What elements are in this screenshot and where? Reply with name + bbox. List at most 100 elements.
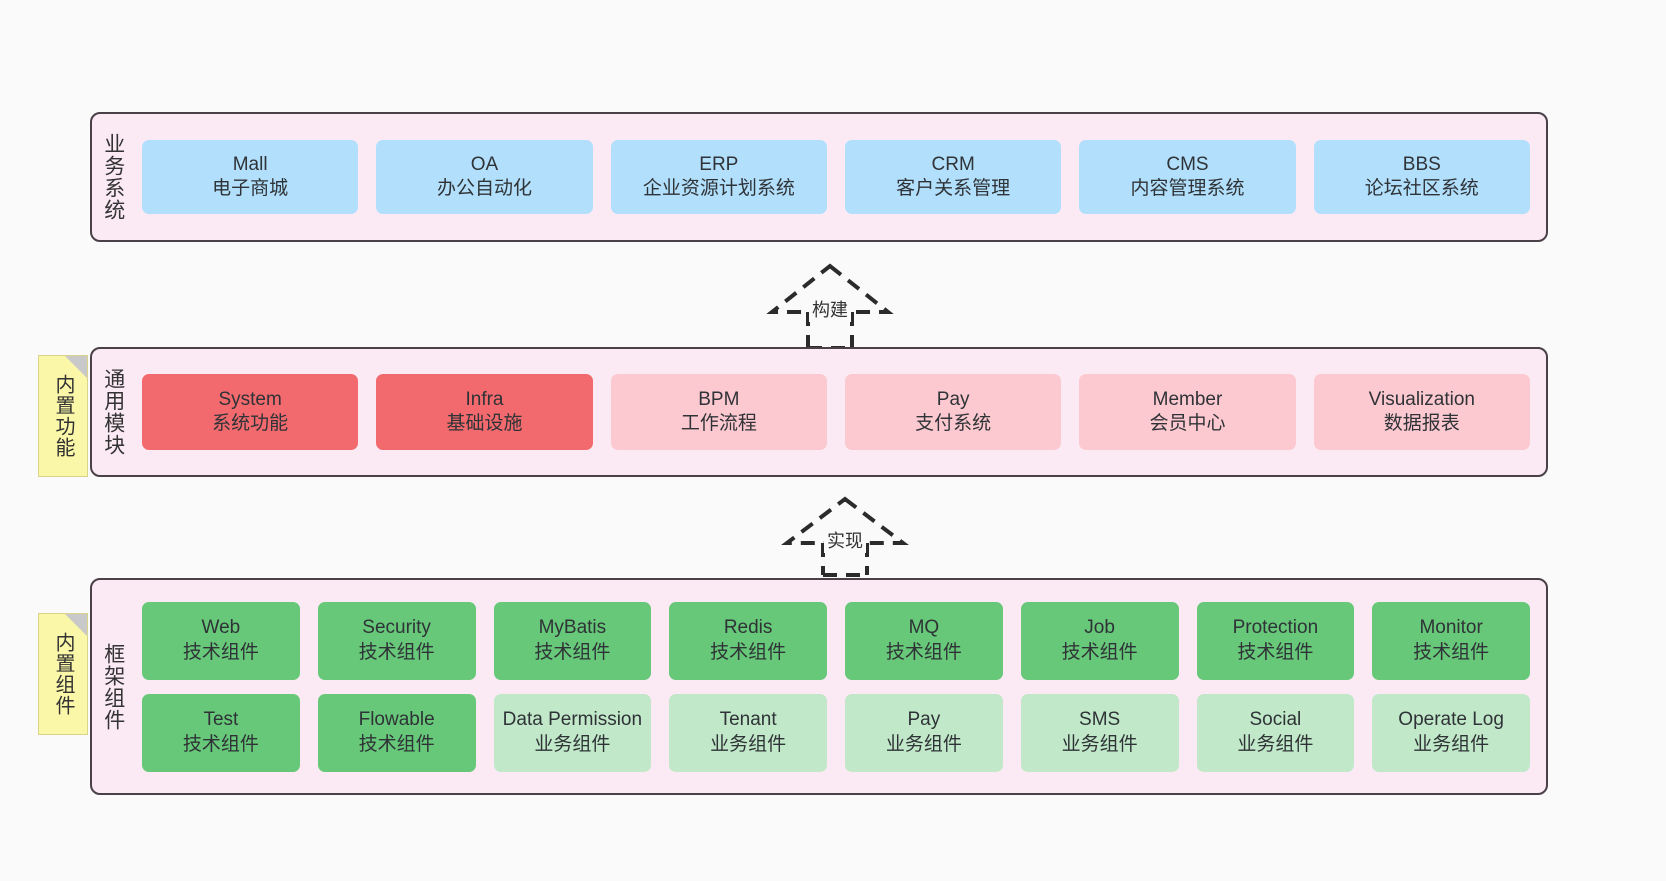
component-card-title: Flowable (358, 709, 435, 731)
module-card-title: System (218, 388, 282, 410)
module-card-oa[interactable]: OA 办公自动化 (376, 140, 593, 214)
layer-business-system[interactable]: 业务系统 Mall 电子商城 OA 办公自动化 ERP 企业资源计划系统 CRM… (90, 112, 1548, 242)
component-card-title: MyBatis (538, 617, 607, 639)
component-card-sms[interactable]: SMS 业务组件 (1020, 693, 1179, 772)
module-card-subtitle: 客户关系管理 (896, 178, 1011, 199)
component-card-title: Web (201, 617, 241, 639)
component-card-monitor[interactable]: Monitor 技术组件 (1372, 601, 1530, 680)
component-card-subtitle: 技术组件 (710, 641, 787, 663)
module-card-title: CMS (1166, 153, 1209, 175)
component-card-subtitle: 技术组件 (182, 733, 259, 755)
note-builtin-feature: 内置功能 (38, 355, 88, 477)
module-card-member[interactable]: Member 会员中心 (1079, 374, 1296, 450)
module-card-title: ERP (699, 153, 739, 175)
module-card-subtitle: 数据报表 (1383, 413, 1460, 434)
component-card-mq[interactable]: MQ 技术组件 (845, 601, 1003, 680)
module-card-visualization[interactable]: Visualization 数据报表 (1313, 374, 1530, 450)
component-card-web[interactable]: Web 技术组件 (142, 601, 300, 680)
module-card-title: Pay (936, 388, 970, 410)
module-card-title: CRM (931, 153, 975, 175)
component-card-tenant[interactable]: Tenant 业务组件 (669, 693, 827, 772)
relation-label: 实现 (824, 527, 866, 553)
module-card-subtitle: 支付系统 (915, 413, 992, 434)
component-card-title: Redis (723, 617, 773, 639)
module-card-title: Infra (465, 388, 504, 410)
component-card-subtitle: 技术组件 (534, 641, 611, 663)
component-card-subtitle: 技术组件 (358, 733, 435, 755)
module-card-crm[interactable]: CRM 客户关系管理 (844, 140, 1062, 214)
module-card-subtitle: 内容管理系统 (1130, 178, 1245, 199)
component-card-title: Social (1249, 709, 1302, 731)
component-card-flowable[interactable]: Flowable 技术组件 (317, 693, 476, 772)
layer-body-common-module: System 系统功能 Infra 基础设施 BPM 工作流程 Pay 支付系统… (134, 349, 1546, 475)
component-card-mybatis[interactable]: MyBatis 技术组件 (493, 601, 652, 680)
component-card-subtitle: 技术组件 (1237, 641, 1314, 663)
module-card-subtitle: 系统功能 (212, 413, 289, 434)
component-card-subtitle: 业务组件 (885, 733, 962, 755)
component-card-subtitle: 技术组件 (1061, 641, 1138, 663)
component-card-subtitle: 技术组件 (885, 641, 962, 663)
component-card-title: Test (203, 709, 239, 731)
component-card-security[interactable]: Security 技术组件 (317, 601, 476, 680)
component-card-title: Data Permission (502, 709, 643, 731)
component-card-subtitle: 业务组件 (1413, 733, 1490, 755)
module-card-subtitle: 会员中心 (1149, 413, 1226, 434)
component-card-title: Security (362, 617, 431, 639)
module-card-bbs[interactable]: BBS 论坛社区系统 (1313, 140, 1530, 214)
module-card-title: OA (470, 153, 499, 175)
note-fold-corner-icon (65, 356, 87, 378)
component-card-operate-log[interactable]: Operate Log 业务组件 (1372, 693, 1530, 772)
layer-title-framework-component: 框架组件 (101, 642, 125, 731)
module-card-subtitle: 办公自动化 (436, 178, 532, 199)
module-card-title: BPM (698, 388, 740, 410)
component-card-subtitle: 业务组件 (1061, 733, 1138, 755)
relation-implement: 实现 (775, 495, 915, 577)
layer-framework-component[interactable]: 框架组件 Web 技术组件 Security 技术组件 MyBatis 技术组件… (90, 578, 1548, 795)
component-card-redis[interactable]: Redis 技术组件 (669, 601, 827, 680)
module-card-subtitle: 基础设施 (446, 413, 523, 434)
layer-common-module[interactable]: 通用模块 System 系统功能 Infra 基础设施 BPM 工作流程 Pay… (90, 347, 1548, 477)
component-card-data-permission[interactable]: Data Permission 业务组件 (493, 693, 652, 772)
component-card-title: Operate Log (1398, 709, 1504, 731)
module-card-pay[interactable]: Pay 支付系统 (844, 374, 1062, 450)
module-card-subtitle: 工作流程 (680, 413, 757, 434)
component-card-subtitle: 业务组件 (534, 733, 611, 755)
component-card-pay[interactable]: Pay 业务组件 (845, 693, 1003, 772)
component-card-title: MQ (908, 617, 940, 639)
component-card-job[interactable]: Job 技术组件 (1020, 601, 1179, 680)
layer-title-business-system: 业务系统 (101, 133, 125, 221)
note-text: 内置功能 (52, 374, 74, 458)
dashed-triangle-arrow-icon (781, 496, 909, 577)
component-card-subtitle: 业务组件 (1237, 733, 1314, 755)
layer-body-business-system: Mall 电子商城 OA 办公自动化 ERP 企业资源计划系统 CRM 客户关系… (134, 114, 1546, 240)
component-card-title: Protection (1232, 617, 1319, 639)
note-builtin-component: 内置组件 (38, 613, 88, 735)
module-card-subtitle: 电子商城 (212, 178, 289, 199)
module-card-infra[interactable]: Infra 基础设施 (376, 374, 593, 450)
note-fold-corner-icon (65, 614, 87, 636)
row: Mall 电子商城 OA 办公自动化 ERP 企业资源计划系统 CRM 客户关系… (142, 140, 1530, 214)
component-card-title: Tenant (719, 709, 777, 731)
module-card-subtitle: 论坛社区系统 (1364, 178, 1479, 199)
module-card-erp[interactable]: ERP 企业资源计划系统 (610, 140, 827, 214)
relation-build: 构建 (760, 262, 900, 350)
relation-label: 构建 (809, 296, 851, 322)
module-card-cms[interactable]: CMS 内容管理系统 (1079, 140, 1296, 214)
module-card-bpm[interactable]: BPM 工作流程 (610, 374, 827, 450)
component-card-title: Pay (907, 709, 941, 731)
layer-body-framework-component: Web 技术组件 Security 技术组件 MyBatis 技术组件 Redi… (134, 580, 1546, 793)
component-card-social[interactable]: Social 业务组件 (1196, 693, 1355, 772)
component-card-test[interactable]: Test 技术组件 (142, 693, 300, 772)
row: Test 技术组件 Flowable 技术组件 Data Permission … (142, 693, 1530, 772)
component-card-title: Job (1084, 617, 1115, 639)
module-card-mall[interactable]: Mall 电子商城 (142, 140, 359, 214)
layer-title-common-module: 通用模块 (101, 368, 125, 456)
component-card-title: SMS (1079, 709, 1121, 731)
note-text: 内置组件 (52, 632, 74, 716)
module-card-title: Member (1152, 388, 1223, 410)
module-card-system[interactable]: System 系统功能 (142, 374, 359, 450)
component-card-title: Monitor (1419, 617, 1483, 639)
component-card-protection[interactable]: Protection 技术组件 (1196, 601, 1355, 680)
component-card-subtitle: 技术组件 (358, 641, 435, 663)
